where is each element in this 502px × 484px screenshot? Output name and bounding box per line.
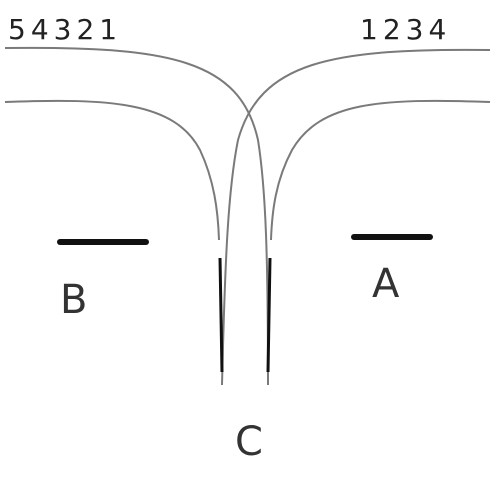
region-b-label: B (60, 277, 88, 323)
right-sequence-label: 1234 (360, 13, 452, 46)
gap-stem-right (266, 257, 272, 373)
region-a-label: A (372, 261, 400, 307)
gap-stem-left (218, 257, 224, 373)
upper-curve-left-branch (4, 46, 269, 386)
region-c-label: C (235, 419, 263, 465)
lower-curve-right (270, 99, 491, 241)
left-sequence-label: 54321 (8, 13, 123, 46)
upper-curve-right-branch (221, 48, 491, 386)
lower-curve-left (4, 99, 220, 241)
